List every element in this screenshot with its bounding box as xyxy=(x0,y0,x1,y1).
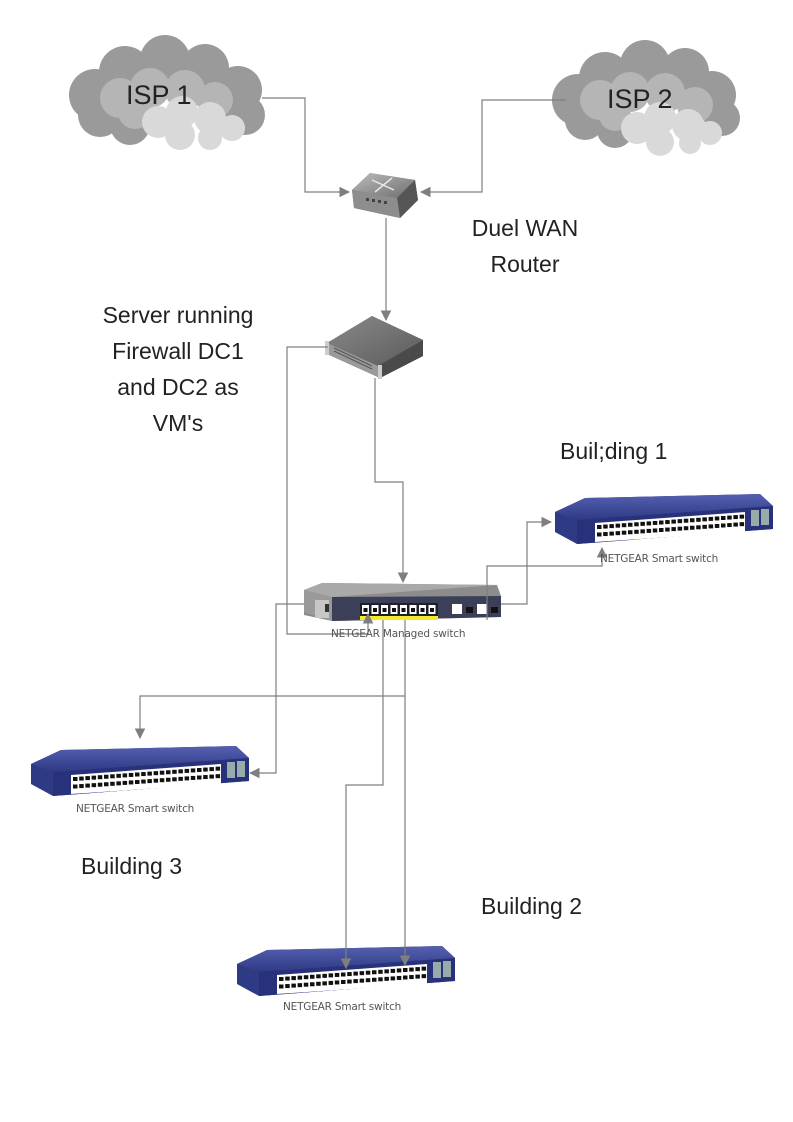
connector-core-building3-2 xyxy=(248,603,304,779)
connector-server-core xyxy=(374,378,409,584)
server-icon xyxy=(325,316,423,379)
connector-server-core-2 xyxy=(286,346,374,635)
connector-core-building2 xyxy=(340,620,384,970)
building3-title: Building 3 xyxy=(81,853,183,879)
connector-core-building1-2 xyxy=(486,546,608,620)
router-label-line2: Router xyxy=(490,251,560,277)
building1-switch-label: NETGEAR Smart switch xyxy=(600,553,719,565)
server-label-line: Firewall DC1 xyxy=(112,338,244,364)
server-label: Server running Firewall DC1 and DC2 as V… xyxy=(78,297,278,441)
server-label-line: VM's xyxy=(152,410,204,436)
router-label: Duel WAN Router xyxy=(455,210,595,282)
connector-core-building1 xyxy=(501,516,553,605)
connector-core-building3 xyxy=(134,620,406,740)
building3-smart-switch-icon xyxy=(31,746,249,796)
server-label-line: and DC2 as xyxy=(117,374,239,400)
connector-isp2-router xyxy=(419,99,566,198)
building2-title: Building 2 xyxy=(481,893,583,919)
building1-title: Buil;ding 1 xyxy=(560,438,668,464)
building1-smart-switch-icon xyxy=(555,494,773,544)
connector-isp1-router xyxy=(262,97,351,198)
building2-switch-label: NETGEAR Smart switch xyxy=(283,1001,402,1013)
server-label-line: Server running xyxy=(102,302,254,328)
core-switch-label: NETGEAR Managed switch xyxy=(331,628,466,640)
isp1-cloud-icon xyxy=(69,35,265,150)
managed-switch-icon xyxy=(304,583,501,621)
dual-wan-router-icon xyxy=(352,173,418,218)
isp2-cloud-icon xyxy=(552,40,740,156)
building3-switch-label: NETGEAR Smart switch xyxy=(76,803,195,815)
router-label-line1: Duel WAN xyxy=(471,215,579,241)
isp2-label: ISP 2 xyxy=(607,84,673,114)
isp1-label: ISP 1 xyxy=(126,80,192,110)
